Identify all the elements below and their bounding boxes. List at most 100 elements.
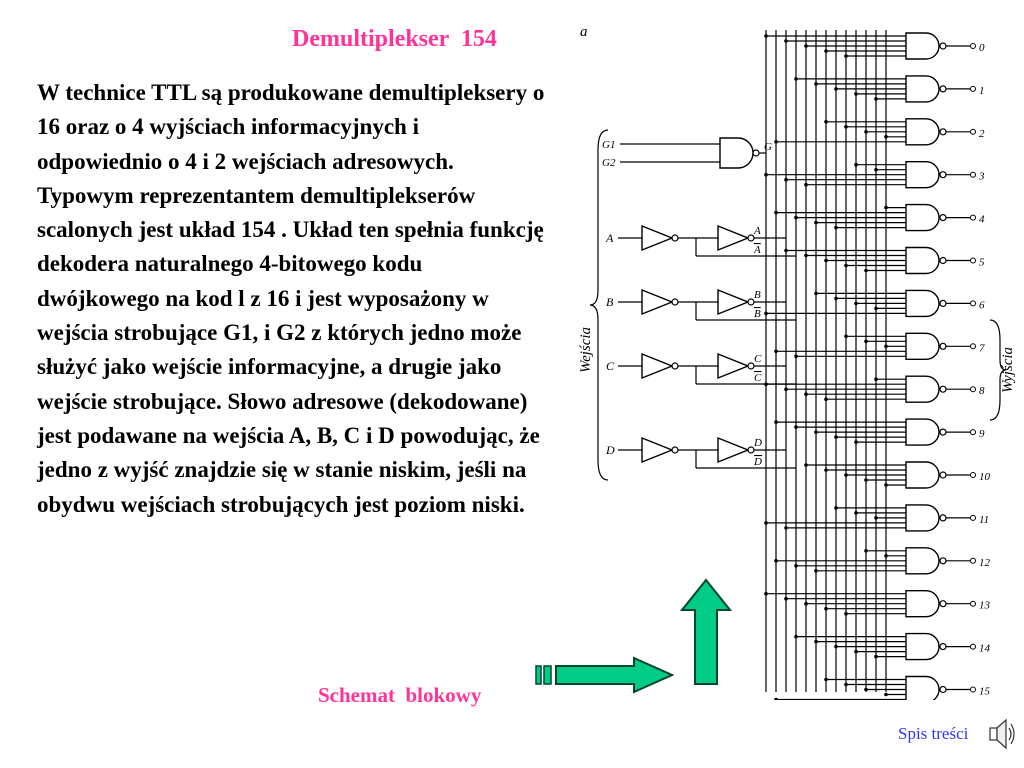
strobe-label-g1: G1 xyxy=(602,139,615,151)
junction-5-3 xyxy=(844,263,848,268)
junction-10-2 xyxy=(844,473,848,477)
inverter-bubble-9 xyxy=(939,428,947,436)
junction-1-4 xyxy=(874,97,878,101)
strobe-label-g2: G2 xyxy=(602,157,616,169)
inverter-1 xyxy=(717,288,750,316)
arrow-up-icon[interactable] xyxy=(680,578,732,686)
junction-0-2 xyxy=(804,44,808,48)
junction-8-4 xyxy=(824,397,828,402)
junction-10-0 xyxy=(804,463,808,467)
inverter-3 xyxy=(717,436,750,464)
output-label-0: 0 xyxy=(979,42,985,54)
junction-9-3 xyxy=(834,435,838,439)
junction-14-4 xyxy=(874,654,878,659)
junction-7-1 xyxy=(864,339,868,344)
junction-1-3 xyxy=(854,92,858,96)
buffer-0 xyxy=(641,224,674,252)
output-pin-5 xyxy=(970,257,976,264)
junction-9-2 xyxy=(814,430,818,434)
paragraph-intro: W technice TTL są produkowane demultiple… xyxy=(37,80,545,174)
spis-tresci-link[interactable]: Spis treści xyxy=(898,724,969,743)
arrow-right-icon[interactable] xyxy=(534,656,674,694)
demultiplexer-circuit-diagram: a Wejścia Wyjścia 0123456789101112131415… xyxy=(578,24,1016,700)
junction-4-3 xyxy=(814,220,818,225)
junction-14-2 xyxy=(834,644,838,649)
junction-14-0 xyxy=(794,634,798,639)
junction-11-3 xyxy=(764,521,768,525)
true-label-3: D xyxy=(753,437,762,449)
junction-12-3 xyxy=(794,564,798,568)
junction-3-4 xyxy=(804,182,808,187)
speaker-icon[interactable] xyxy=(986,716,1016,752)
nand-gate-13 xyxy=(905,590,940,618)
nand-gate-1 xyxy=(905,75,940,103)
nand-gate-9 xyxy=(905,418,940,446)
buffer-bubble-2 xyxy=(671,362,679,370)
output-pin-14 xyxy=(970,643,976,650)
comp-label-1: B xyxy=(754,308,761,320)
inverter-bubble-5 xyxy=(939,256,947,265)
junction-5-4 xyxy=(864,268,868,273)
buffer-1 xyxy=(641,288,674,316)
outputs-label: Wyjścia xyxy=(1000,347,1016,393)
junction-11-0 xyxy=(834,506,838,510)
junction-2-2 xyxy=(864,130,868,134)
true-label-2: C xyxy=(754,353,762,365)
junction-3-1 xyxy=(874,167,878,172)
buffer-3 xyxy=(641,436,674,464)
comp-label-2: C xyxy=(754,372,762,384)
junction-13-1 xyxy=(784,596,788,601)
inverter-2 xyxy=(717,352,750,380)
output-label-3: 3 xyxy=(978,171,985,183)
inverter-bubble-3 xyxy=(939,171,947,179)
nand-gate-7 xyxy=(905,332,940,360)
junction-5-2 xyxy=(824,258,828,263)
slide-title: Demultiplekser 154 xyxy=(292,26,497,52)
junction-1-1 xyxy=(814,82,818,86)
true-label-0: A xyxy=(753,225,761,237)
inputs-label: Wejścia xyxy=(578,327,594,373)
junction-10-4 xyxy=(884,483,888,487)
junction-15-1 xyxy=(844,682,848,687)
junction-3-3 xyxy=(784,177,788,182)
junction-2-1 xyxy=(844,125,848,129)
junction-8-3 xyxy=(804,392,808,397)
output-label-10: 10 xyxy=(979,471,991,483)
address-label-b: B xyxy=(606,295,614,309)
output-label-4: 4 xyxy=(979,214,985,226)
junction-10-1 xyxy=(824,468,828,472)
inverter-bubble-7 xyxy=(939,342,947,350)
buffer-bubble-0 xyxy=(671,234,679,242)
schemat-blokowy-link[interactable]: Schemat blokowy xyxy=(318,683,482,707)
output-pin-2 xyxy=(970,128,976,135)
junction-2-3 xyxy=(884,135,888,139)
inverter-bubble-10 xyxy=(939,471,947,479)
output-pin-11 xyxy=(970,514,976,521)
junction-12-1 xyxy=(884,554,888,558)
nand-gate-0 xyxy=(905,32,940,60)
comp-label-0: A xyxy=(753,244,761,256)
address-label-d: D xyxy=(605,443,615,457)
junction-15-0 xyxy=(824,677,828,682)
junction-15-2 xyxy=(864,687,868,692)
nand-gate-11 xyxy=(905,504,940,532)
inverter-bubble-2 xyxy=(939,128,947,136)
output-pin-3 xyxy=(970,171,976,178)
comp-label-3: D xyxy=(753,456,762,468)
junction-0-4 xyxy=(844,54,848,58)
nand-gate-6 xyxy=(905,289,940,318)
output-label-7: 7 xyxy=(979,342,985,354)
output-pin-1 xyxy=(970,85,976,92)
junction-11-1 xyxy=(854,511,858,515)
output-pin-10 xyxy=(970,472,976,478)
nand-gate-3 xyxy=(905,161,940,189)
nand-gate-12 xyxy=(905,547,940,575)
junction-0-3 xyxy=(824,49,828,53)
junction-8-2 xyxy=(784,387,788,392)
junction-3-0 xyxy=(854,162,858,167)
junction-0-0 xyxy=(764,34,768,38)
inverter-bubble-0 xyxy=(939,42,947,50)
output-pin-9 xyxy=(970,429,976,436)
junction-14-1 xyxy=(814,639,818,644)
junction-13-4 xyxy=(844,611,848,616)
